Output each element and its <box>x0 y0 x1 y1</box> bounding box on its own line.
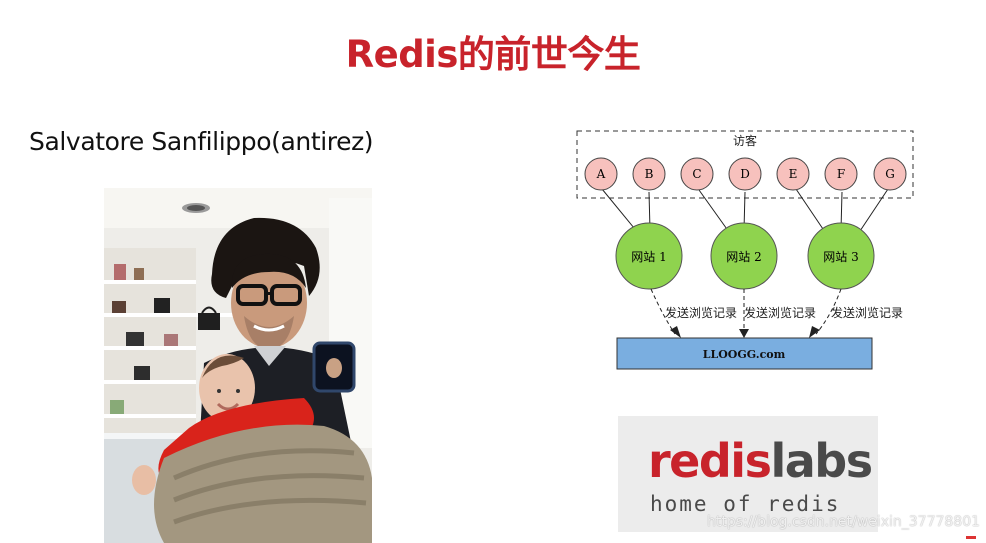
author-photo <box>104 188 372 543</box>
site-node-3: 网站 3 <box>807 222 875 290</box>
site-target-edges <box>650 288 842 335</box>
visitor-node-f: F <box>824 157 858 191</box>
author-name: Salvatore Sanfilippo(antirez) <box>29 127 374 156</box>
edge-label-3: 发送浏览记录 <box>831 305 903 320</box>
visitor-node-b: B <box>632 157 666 191</box>
visitor-label-e: E <box>789 167 798 181</box>
logo-word-red: redis <box>648 434 772 488</box>
edge-label-2: 发送浏览记录 <box>744 305 816 320</box>
target-box <box>616 337 873 370</box>
visitor-label-b: B <box>645 167 654 181</box>
photo-illustration <box>104 188 372 543</box>
redislabs-logo: redislabs home of redis <box>618 416 878 532</box>
visitor-node-d: D <box>728 157 762 191</box>
site-node-1: 网站 1 <box>615 222 683 290</box>
logo-word-dark: labs <box>770 434 873 488</box>
visitor-node-c: C <box>680 157 714 191</box>
visitor-node-g: G <box>873 157 907 191</box>
visitor-label-a: A <box>596 167 606 181</box>
lloogg-diagram: 访客 A B C D E F G 网站 1 网站 2 网站 3 <box>573 126 918 376</box>
site-label-1: 网站 1 <box>631 250 666 264</box>
visitor-label-c: C <box>692 167 701 181</box>
watermark: https://blog.csdn.net/weixin_37778801 <box>707 514 981 530</box>
visitor-node-a: A <box>584 157 618 191</box>
site-label-2: 网站 2 <box>726 250 761 264</box>
visitor-label-d: D <box>740 167 750 181</box>
edge-label-1: 发送浏览记录 <box>665 305 737 320</box>
corner-mark <box>966 536 976 539</box>
logo-tagline: home of redis <box>650 492 841 516</box>
target-label: LLOOGG.com <box>703 348 786 361</box>
site-node-2: 网站 2 <box>710 222 778 290</box>
site-label-3: 网站 3 <box>823 250 858 264</box>
slide-title: Redis的前世今生 <box>345 33 641 76</box>
logo-wordmark: redislabs <box>648 438 873 484</box>
visitor-label-f: F <box>837 167 845 181</box>
visitor-node-e: E <box>776 157 810 191</box>
arrow-heads <box>670 326 820 338</box>
visitor-group-label: 访客 <box>733 133 757 148</box>
visitor-label-g: G <box>885 167 895 181</box>
